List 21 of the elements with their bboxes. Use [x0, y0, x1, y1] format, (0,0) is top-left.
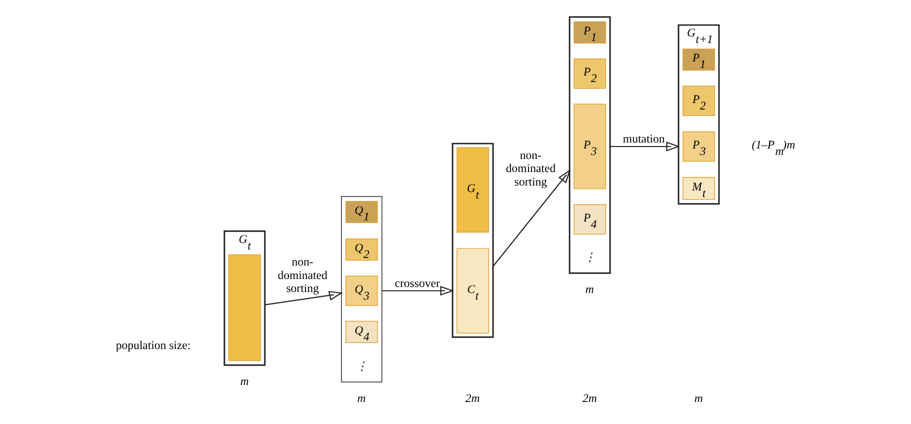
arrow [264, 290, 344, 306]
node-box [228, 254, 261, 362]
arrow [610, 142, 680, 152]
label: population size: [116, 338, 191, 352]
node-text: ⋮ [356, 360, 368, 374]
edge-label: mutation [622, 132, 665, 146]
label: 2m [582, 392, 597, 405]
cluster [341, 196, 382, 382]
arrow [492, 169, 571, 267]
edge-label: crossover [394, 276, 440, 290]
cluster [452, 142, 494, 338]
label: 2m [465, 392, 480, 405]
arrow [382, 286, 454, 296]
edge-label: non- dominated sorting [506, 148, 556, 188]
label: m [585, 282, 594, 296]
cluster [568, 16, 611, 274]
node-text: ⋮ [584, 251, 596, 264]
label: m [694, 392, 703, 405]
label: m [240, 374, 249, 388]
edge-label: non- dominated sorting [278, 256, 328, 296]
label: m [357, 392, 366, 405]
